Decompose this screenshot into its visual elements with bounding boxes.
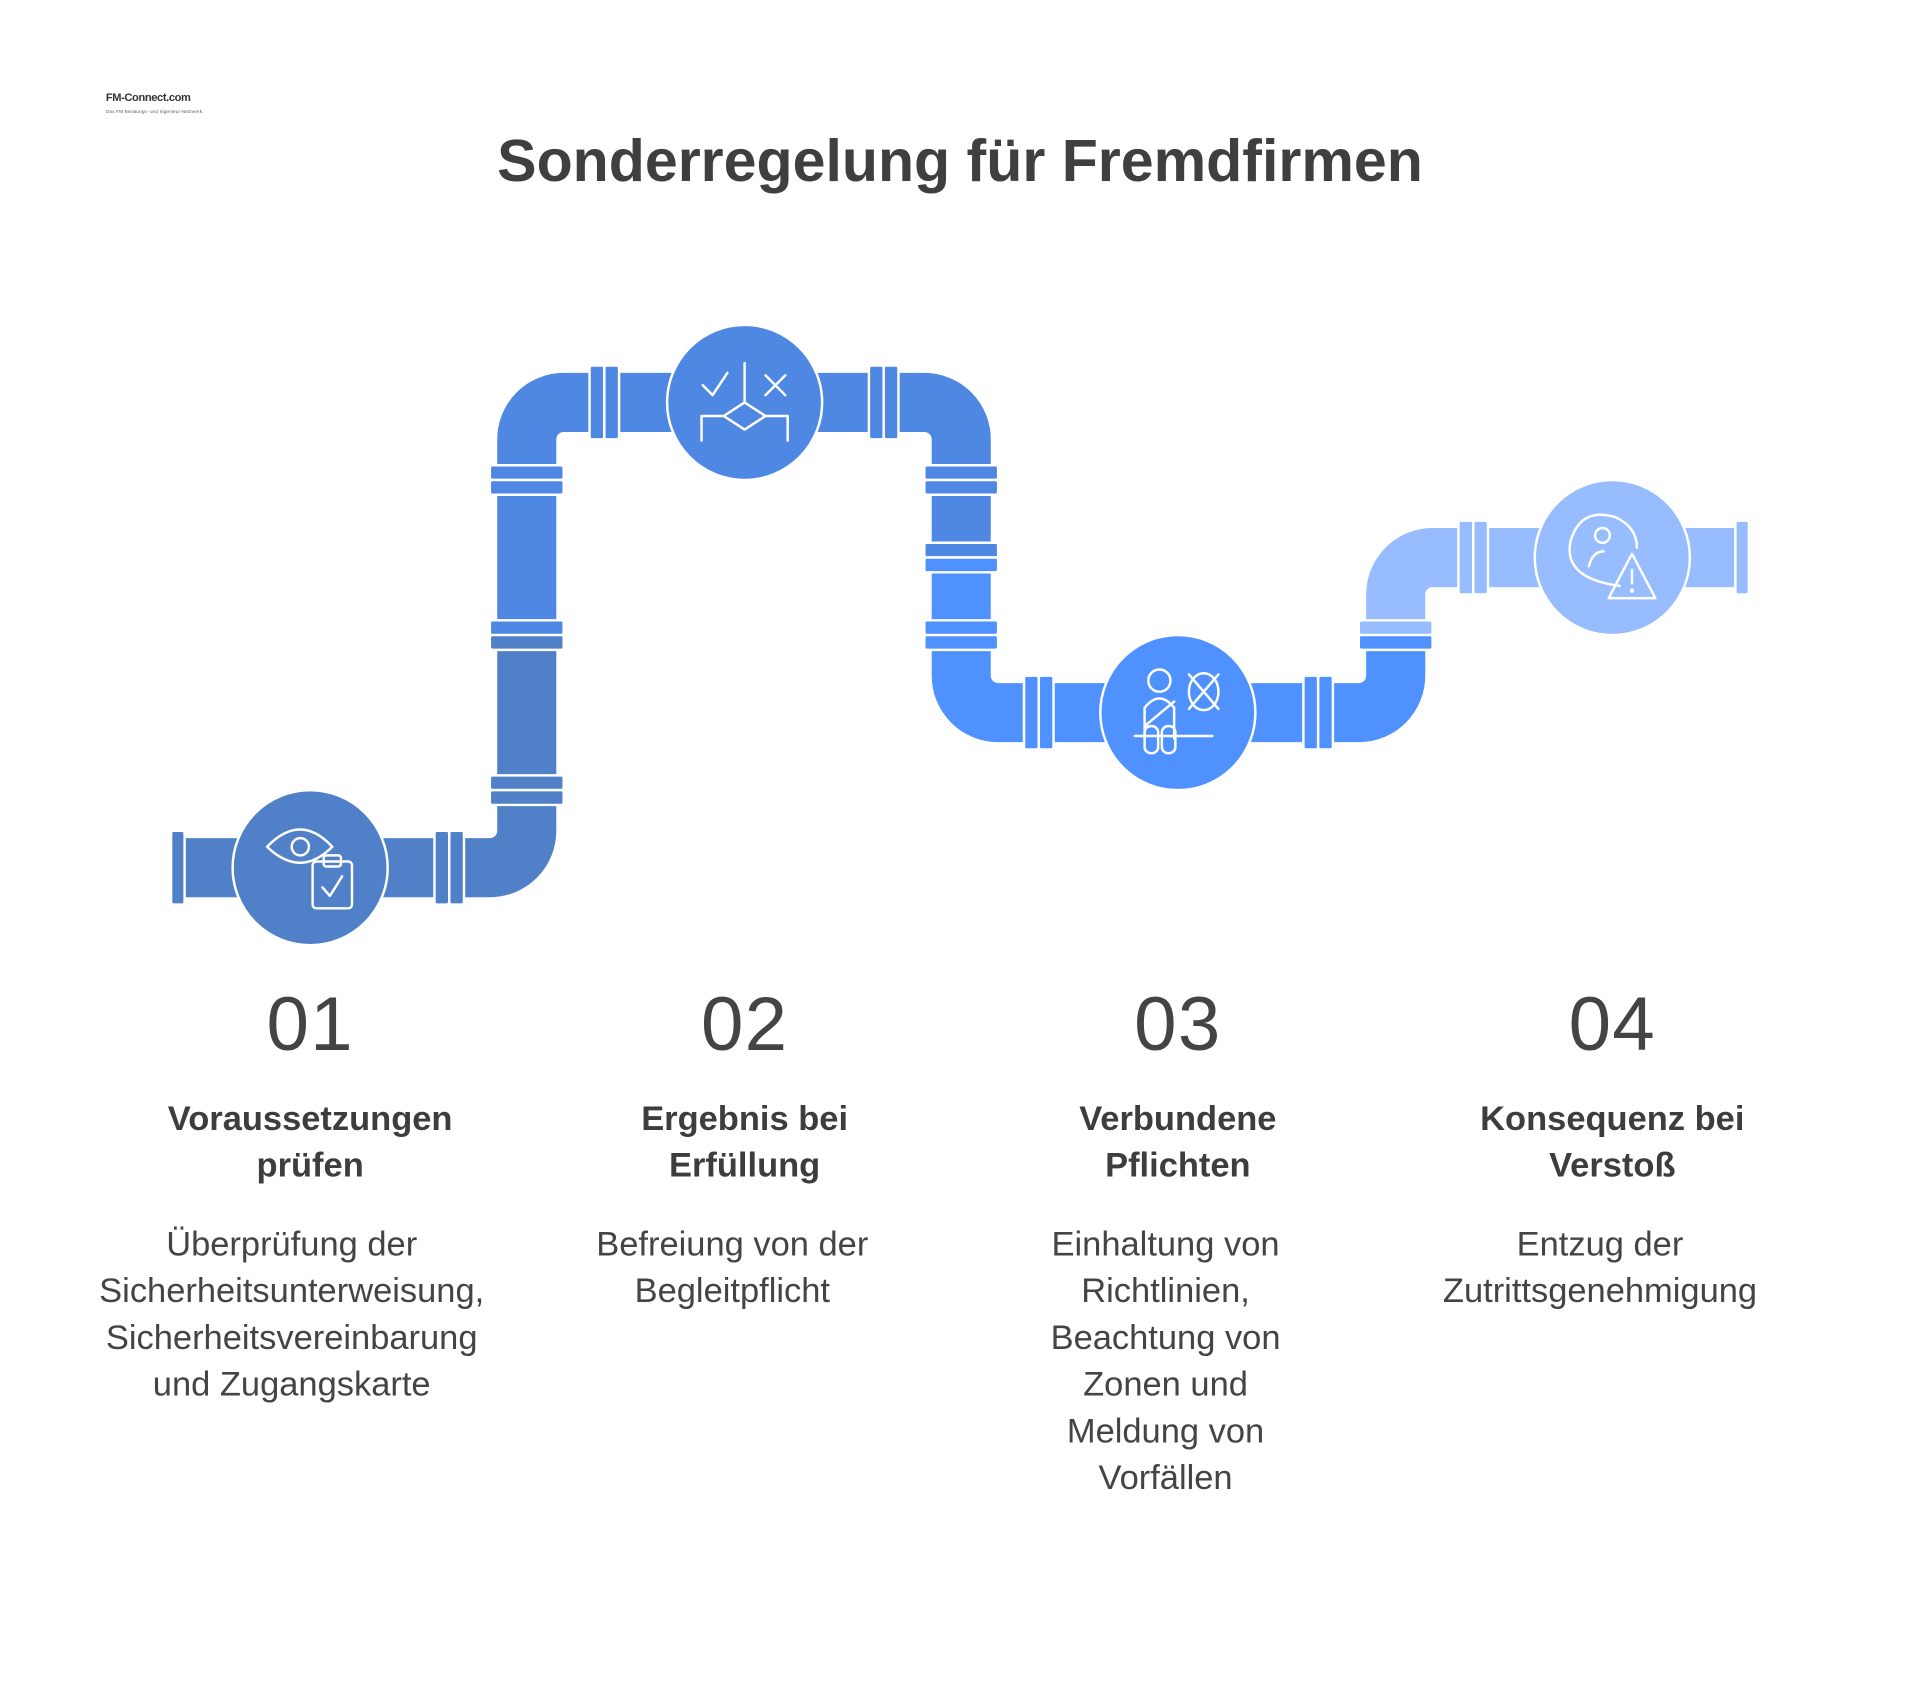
flange	[1734, 519, 1751, 596]
step-number: 03	[1134, 982, 1222, 1068]
desc-line: Überprüfung der	[166, 1224, 418, 1263]
pipe-segment-1	[179, 635, 557, 898]
desc-line: Beachtung von	[1050, 1318, 1281, 1357]
step-heading-line: Ergebnis bei	[641, 1099, 849, 1138]
flange	[169, 829, 186, 906]
step-heading-line: Erfüllung	[669, 1145, 821, 1185]
desc-line: Richtlinien,	[1081, 1271, 1250, 1310]
step-3-circle	[1099, 633, 1257, 792]
step-heading-line: Verbundene	[1079, 1099, 1277, 1138]
step-heading-line: Konsequenz bei	[1480, 1099, 1745, 1138]
flange	[588, 364, 621, 441]
step-1: 01 Voraussetzungen prüfen Überprüfung der…	[76, 982, 544, 1408]
pipeline-diagram	[169, 323, 1751, 947]
person-warning-icon	[1568, 513, 1657, 600]
desc-line: Sicherheitsunterweisung,	[99, 1271, 485, 1310]
desc-line: Begleitpflicht	[634, 1271, 831, 1310]
flange	[923, 464, 1000, 497]
desc-line: Sicherheitsvereinbarung	[105, 1318, 478, 1357]
step-heading-line: prüfen	[256, 1145, 364, 1185]
desc-line: Einhaltung von	[1051, 1224, 1280, 1263]
desc-line: Vorfällen	[1098, 1458, 1233, 1497]
step-number: 01	[266, 982, 354, 1068]
step-description: Einhaltung von Richtlinien, Beachtung vo…	[919, 1221, 1411, 1502]
step-description: Überprüfung der Sicherheitsunterweisung,…	[39, 1221, 544, 1408]
flange	[1302, 674, 1335, 751]
decision-check-cross-icon	[700, 361, 789, 442]
step-description: Entzug der Zutrittsgenehmigung	[1354, 1221, 1846, 1315]
step-1-circle	[231, 788, 389, 947]
step-heading-line: Pflichten	[1105, 1145, 1251, 1185]
flange	[1457, 519, 1490, 596]
step-4-circle	[1533, 478, 1692, 637]
logo: FM-Connect.com Das FM Beratungs- und Ing…	[98, 89, 209, 131]
flange	[488, 619, 565, 652]
flange	[488, 464, 565, 497]
step-description: Befreiung von der Begleitpflicht	[486, 1221, 978, 1315]
step-number: 04	[1568, 982, 1656, 1068]
flange	[488, 774, 565, 807]
pipe-segment-4	[1366, 528, 1743, 636]
step-heading-line: Voraussetzungen	[167, 1099, 453, 1138]
person-rules-icon	[1133, 668, 1220, 755]
flange	[1357, 619, 1434, 652]
desc-line: Befreiung von der	[596, 1224, 869, 1263]
logo-subtitle: Das FM Beratungs- und Ingenieur-Netzwerk	[105, 108, 203, 115]
flange	[433, 829, 466, 906]
step-heading-line: Verstoß	[1549, 1145, 1676, 1185]
flange	[923, 619, 1000, 652]
page-title: Sonderregelung für Fremdfirmen	[497, 129, 1423, 195]
logo-text: FM-Connect.com	[105, 91, 191, 104]
desc-line: und Zugangskarte	[152, 1364, 431, 1404]
step-number: 02	[700, 982, 789, 1068]
desc-line: Entzug der	[1516, 1224, 1684, 1263]
eye-clipboard-check-icon	[265, 828, 354, 910]
desc-line: Meldung von	[1066, 1411, 1265, 1450]
step-heading: Voraussetzungen prüfen	[76, 1095, 544, 1189]
flange	[923, 541, 1000, 574]
flange	[1022, 674, 1055, 751]
desc-line: Zonen und	[1083, 1364, 1248, 1404]
flange	[867, 364, 900, 441]
desc-line: Zutrittsgenehmigung	[1442, 1271, 1758, 1310]
